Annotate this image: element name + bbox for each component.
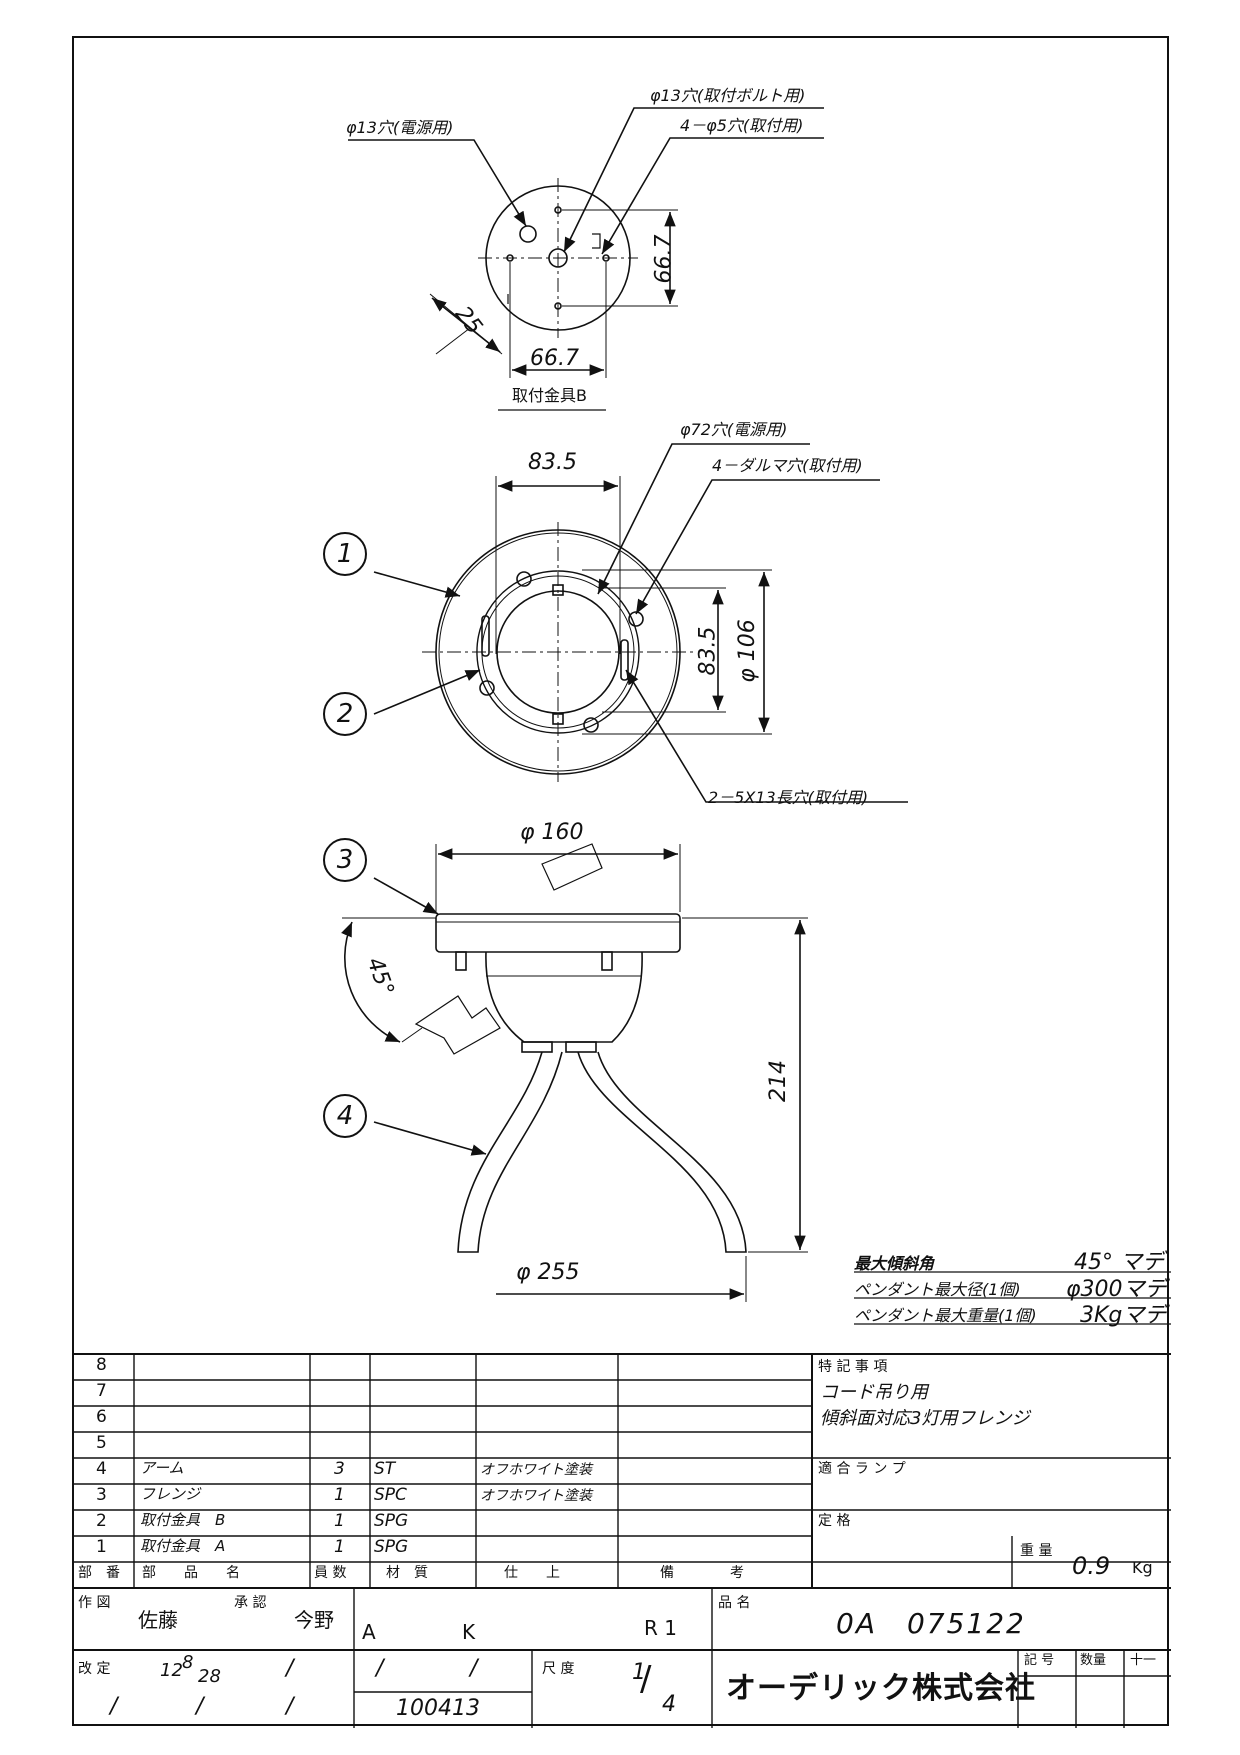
revision-slash-1: / <box>286 1656 294 1681</box>
dim-vertical-66-7: 66.7 <box>651 234 677 284</box>
rating-label: 定 格 <box>818 1513 851 1529</box>
weight-value: 0.9 <box>1072 1552 1111 1580</box>
revision-slash-3: / <box>470 1656 478 1681</box>
header-qty: 員 数 <box>314 1565 347 1581</box>
symbol-label: 記 号 <box>1024 1653 1055 1668</box>
special-notes-label: 特 記 事 項 <box>818 1359 888 1375</box>
revision-slash-6: / <box>286 1694 294 1719</box>
scale-slash: / <box>640 1659 652 1699</box>
spec-max-weight-value: 3Kgマデ <box>1080 1303 1167 1328</box>
drawn-by: 佐藤 <box>138 1608 178 1632</box>
part-row-1-material: SPG <box>374 1537 409 1557</box>
technical-drawing <box>74 107 1171 1728</box>
part-row-3-name: フレンジ <box>140 1485 201 1503</box>
dim-inner-83-5: 83.5 <box>695 626 721 676</box>
mount-holes-label: 4－φ5穴(取付用) <box>680 116 804 135</box>
balloon-3: 3 <box>323 838 367 882</box>
part-row-7-no: 7 <box>96 1381 107 1401</box>
part-row-1-qty: 1 <box>334 1537 345 1557</box>
scale-label: 尺 度 <box>542 1661 575 1677</box>
bracket-b-caption: 取付金具B <box>512 386 587 405</box>
spec-max-weight-label: ペンダント最大重量(1個) <box>854 1306 1037 1325</box>
special-note-2: 傾斜面対応3灯用フレンジ <box>820 1408 1030 1429</box>
header-part-no: 部 番 <box>78 1565 120 1581</box>
slots-label: 2－5X13長穴(取付用) <box>708 788 869 807</box>
spec-max-diameter-value: φ300マデ <box>1066 1277 1167 1302</box>
quantity-label: 数量 <box>1080 1653 1107 1668</box>
dim-height-214: 214 <box>766 1060 791 1102</box>
revision-slash-4: / <box>110 1694 118 1719</box>
weight-unit: Kg <box>1132 1558 1153 1577</box>
bracket-b-view <box>348 107 824 411</box>
balloon-2: 2 <box>323 692 367 736</box>
dim-outer-106: φ 106 <box>734 619 760 683</box>
approved-label: 承 認 <box>234 1595 267 1611</box>
part-row-4-qty: 3 <box>334 1459 345 1479</box>
part-row-3-finish: オフホワイト塗装 <box>480 1488 592 1504</box>
part-row-4-material: ST <box>374 1459 396 1479</box>
part-row-2-no: 2 <box>96 1511 107 1531</box>
part-row-3-material: SPC <box>374 1485 407 1505</box>
product-number: 0A 075122 <box>836 1607 1026 1640</box>
revision-slash-5: / <box>196 1694 204 1719</box>
lamp-label: 適 合 ラ ン プ <box>818 1461 906 1477</box>
title-block-grid <box>74 1353 1171 1728</box>
quantity-value: 十一 <box>1130 1653 1157 1668</box>
drawing-sheet <box>72 36 1171 1728</box>
part-row-3-qty: 1 <box>334 1485 345 1505</box>
part-row-6-no: 6 <box>96 1407 107 1427</box>
header-material: 材 質 <box>386 1565 428 1581</box>
header-finish: 仕 上 <box>504 1565 560 1581</box>
code-a: A <box>362 1620 376 1644</box>
part-row-4-no: 4 <box>96 1459 107 1479</box>
part-row-1-no: 1 <box>96 1537 107 1557</box>
spec-max-diameter-label: ペンダント最大径(1個) <box>854 1280 1021 1299</box>
approved-by: 今野 <box>294 1608 334 1632</box>
dim-horizontal-66-7: 66.7 <box>530 346 579 371</box>
drawn-label: 作 図 <box>78 1595 111 1611</box>
bolt-hole-label: φ13穴(取付ボルト用) <box>650 86 806 105</box>
company-name: オーデリック株式会社 <box>726 1671 1036 1706</box>
part-row-2-material: SPG <box>374 1511 409 1531</box>
side-view <box>341 571 808 1302</box>
weight-label: 重 量 <box>1020 1543 1053 1559</box>
revision-date-month: 8 <box>182 1652 194 1673</box>
power-hole-label: φ13穴(電源用) <box>346 118 454 137</box>
part-row-2-qty: 1 <box>334 1511 345 1531</box>
daruma-holes-label: 4－ダルマ穴(取付用) <box>712 456 863 475</box>
part-row-3-no: 3 <box>96 1485 107 1505</box>
balloon-4: 4 <box>323 1094 367 1138</box>
revision-date-year: 12 <box>160 1660 183 1681</box>
document-number: 100413 <box>396 1696 480 1721</box>
code-k: K <box>462 1620 476 1644</box>
revision-label: 改 定 <box>78 1661 111 1677</box>
part-row-4-name: アーム <box>140 1459 184 1477</box>
part-row-4-finish: オフホワイト塗装 <box>480 1462 592 1478</box>
bracket-a-view <box>422 443 908 803</box>
scale-denominator: 4 <box>662 1692 676 1717</box>
balloon-1: 1 <box>323 532 367 576</box>
part-row-8-no: 8 <box>96 1355 107 1375</box>
power-hole-72-label: φ72穴(電源用) <box>680 420 788 439</box>
code-r: R 1 <box>644 1616 677 1640</box>
spec-max-tilt-label: 最大傾斜角 <box>854 1254 935 1273</box>
part-row-5-no: 5 <box>96 1433 107 1453</box>
product-name-label: 品 名 <box>718 1595 751 1611</box>
scale-numerator: 1 <box>632 1660 646 1685</box>
header-remarks: 備 考 <box>660 1565 744 1581</box>
part-row-2-name: 取付金具 B <box>140 1511 226 1529</box>
spec-lines <box>854 1271 1171 1325</box>
special-note-1: コード吊り用 <box>820 1382 928 1403</box>
dim-width-83-5: 83.5 <box>528 450 577 475</box>
header-part-name: 部 品 名 <box>142 1565 240 1581</box>
dim-base-255: φ 255 <box>516 1260 580 1285</box>
revision-slash-2: / <box>376 1656 384 1681</box>
revision-date-day: 28 <box>198 1666 221 1687</box>
dim-top-160: φ 160 <box>520 820 584 845</box>
spec-max-tilt-value: 45° マデ <box>1074 1250 1164 1275</box>
part-row-1-name: 取付金具 A <box>140 1537 226 1555</box>
